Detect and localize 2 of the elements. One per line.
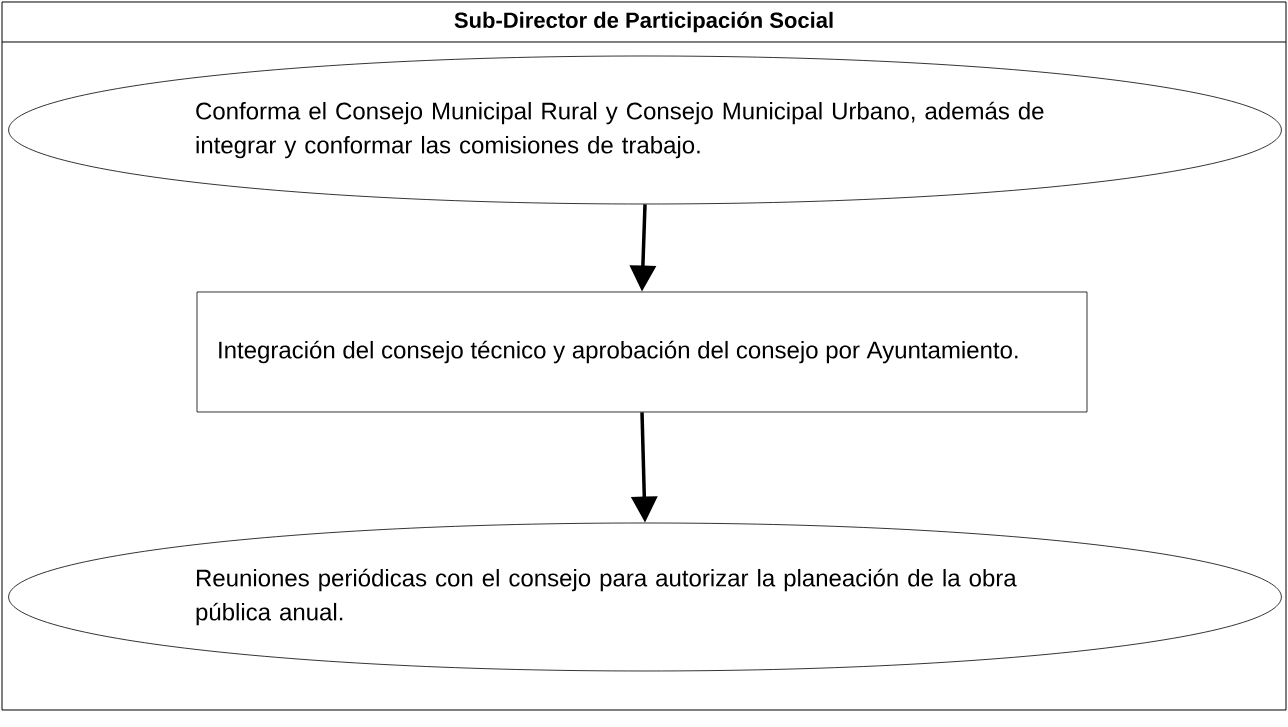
title: Sub-Director de Participación Social: [454, 11, 833, 33]
process-box: Integración del consejo técnico y aprobación del consejo por Ayuntamiento.: [196, 291, 1088, 413]
